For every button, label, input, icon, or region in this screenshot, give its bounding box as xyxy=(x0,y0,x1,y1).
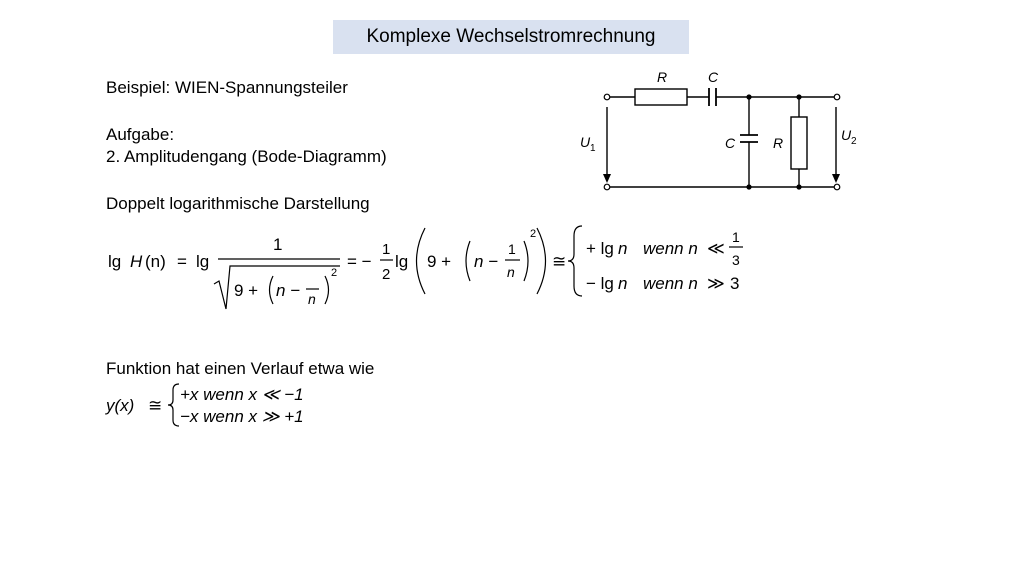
node-dot-bottom-2 xyxy=(796,184,802,190)
formula-y-x: y(x) ≅ +x wenn x ≪ −1 −x wenn x ≫ +1 xyxy=(105,383,304,427)
f1-nine-plus2: 9 + xyxy=(427,252,451,271)
node-dot-top xyxy=(746,94,752,100)
f1-sq: 2 xyxy=(331,267,337,279)
label-u2-sub: 2 xyxy=(851,136,857,147)
formula-lg-h: lg H (n) = lg 1 9 + n − n 2 = − 1 2 lg 9… xyxy=(108,225,743,310)
f1-case1-op: ≪ xyxy=(707,239,725,258)
function-line: Funktion hat einen Verlauf etwa wie xyxy=(106,359,375,378)
terminal-in-bottom xyxy=(603,183,611,191)
f1-frac-one2: 1 xyxy=(508,241,516,257)
f1-lg: lg xyxy=(108,252,121,271)
f2-case2: −x wenn x ≫ +1 xyxy=(180,407,304,426)
node-dot-top-2 xyxy=(796,94,802,100)
label-u2: U xyxy=(841,127,852,143)
f1-eq2: = − xyxy=(347,252,372,271)
f1-case2-val: 3 xyxy=(730,274,739,293)
f1-lg2: lg xyxy=(196,252,209,271)
f1-case1-num: 1 xyxy=(732,229,740,245)
f1-half-num: 1 xyxy=(382,241,390,258)
f2-case1: +x wenn x ≪ −1 xyxy=(180,385,304,404)
f1-frac-n: n xyxy=(308,291,316,307)
node-dot-bottom xyxy=(746,184,752,190)
task-heading: Aufgabe: xyxy=(106,125,175,144)
label-c-parallel: C xyxy=(725,135,736,151)
f1-case1-n: n xyxy=(618,239,627,258)
f1-eq: = xyxy=(177,252,187,271)
f2-lhs: y(x) xyxy=(105,396,134,415)
f1-approx: ≅ xyxy=(552,252,566,271)
slide-title-text: Komplexe Wechselstromrechnung xyxy=(366,26,656,47)
task-item: 2. Amplitudengang (Bode-Diagramm) xyxy=(106,147,387,166)
wien-circuit-diagram: R C C R U U 1 2 xyxy=(580,69,857,191)
f1-lg3: lg xyxy=(395,252,408,271)
f1-half-den: 2 xyxy=(382,266,390,283)
f1-case1-pre: + lg xyxy=(586,239,614,258)
terminal-out-bottom xyxy=(833,183,841,191)
label-r-parallel: R xyxy=(773,135,783,151)
f1-case2-op: ≫ xyxy=(707,274,725,293)
f1-n-minus: n − xyxy=(276,281,300,300)
terminal-out-top xyxy=(833,93,841,101)
f1-sq2: 2 xyxy=(530,228,536,240)
f1-case1-wenn: wenn n xyxy=(643,239,698,258)
f1-n-minus2: n − xyxy=(474,252,498,271)
label-r-series: R xyxy=(657,69,667,85)
label-u1: U xyxy=(580,134,591,150)
f1-one: 1 xyxy=(273,235,282,254)
f1-case2-wenn: wenn n xyxy=(643,274,698,293)
f1-nine-plus: 9 + xyxy=(234,281,258,300)
f1-frac-n2: n xyxy=(507,264,515,280)
f1-H: H xyxy=(130,252,143,271)
slide-title: Komplexe Wechselstromrechnung xyxy=(333,20,689,54)
series-resistor xyxy=(634,88,688,106)
terminal-in-top xyxy=(603,93,611,101)
f2-approx: ≅ xyxy=(148,396,162,415)
label-c-series: C xyxy=(708,69,719,85)
f1-case2-n: n xyxy=(618,274,627,293)
log-representation-line: Doppelt logarithmische Darstellung xyxy=(106,194,370,213)
f1-case1-den: 3 xyxy=(732,252,740,268)
label-u1-sub: 1 xyxy=(590,143,596,154)
f1-case2-pre: − lg xyxy=(586,274,614,293)
parallel-resistor xyxy=(790,116,808,170)
f1-paren-n: (n) xyxy=(145,252,166,271)
example-line: Beispiel: WIEN-Spannungsteiler xyxy=(106,78,348,97)
